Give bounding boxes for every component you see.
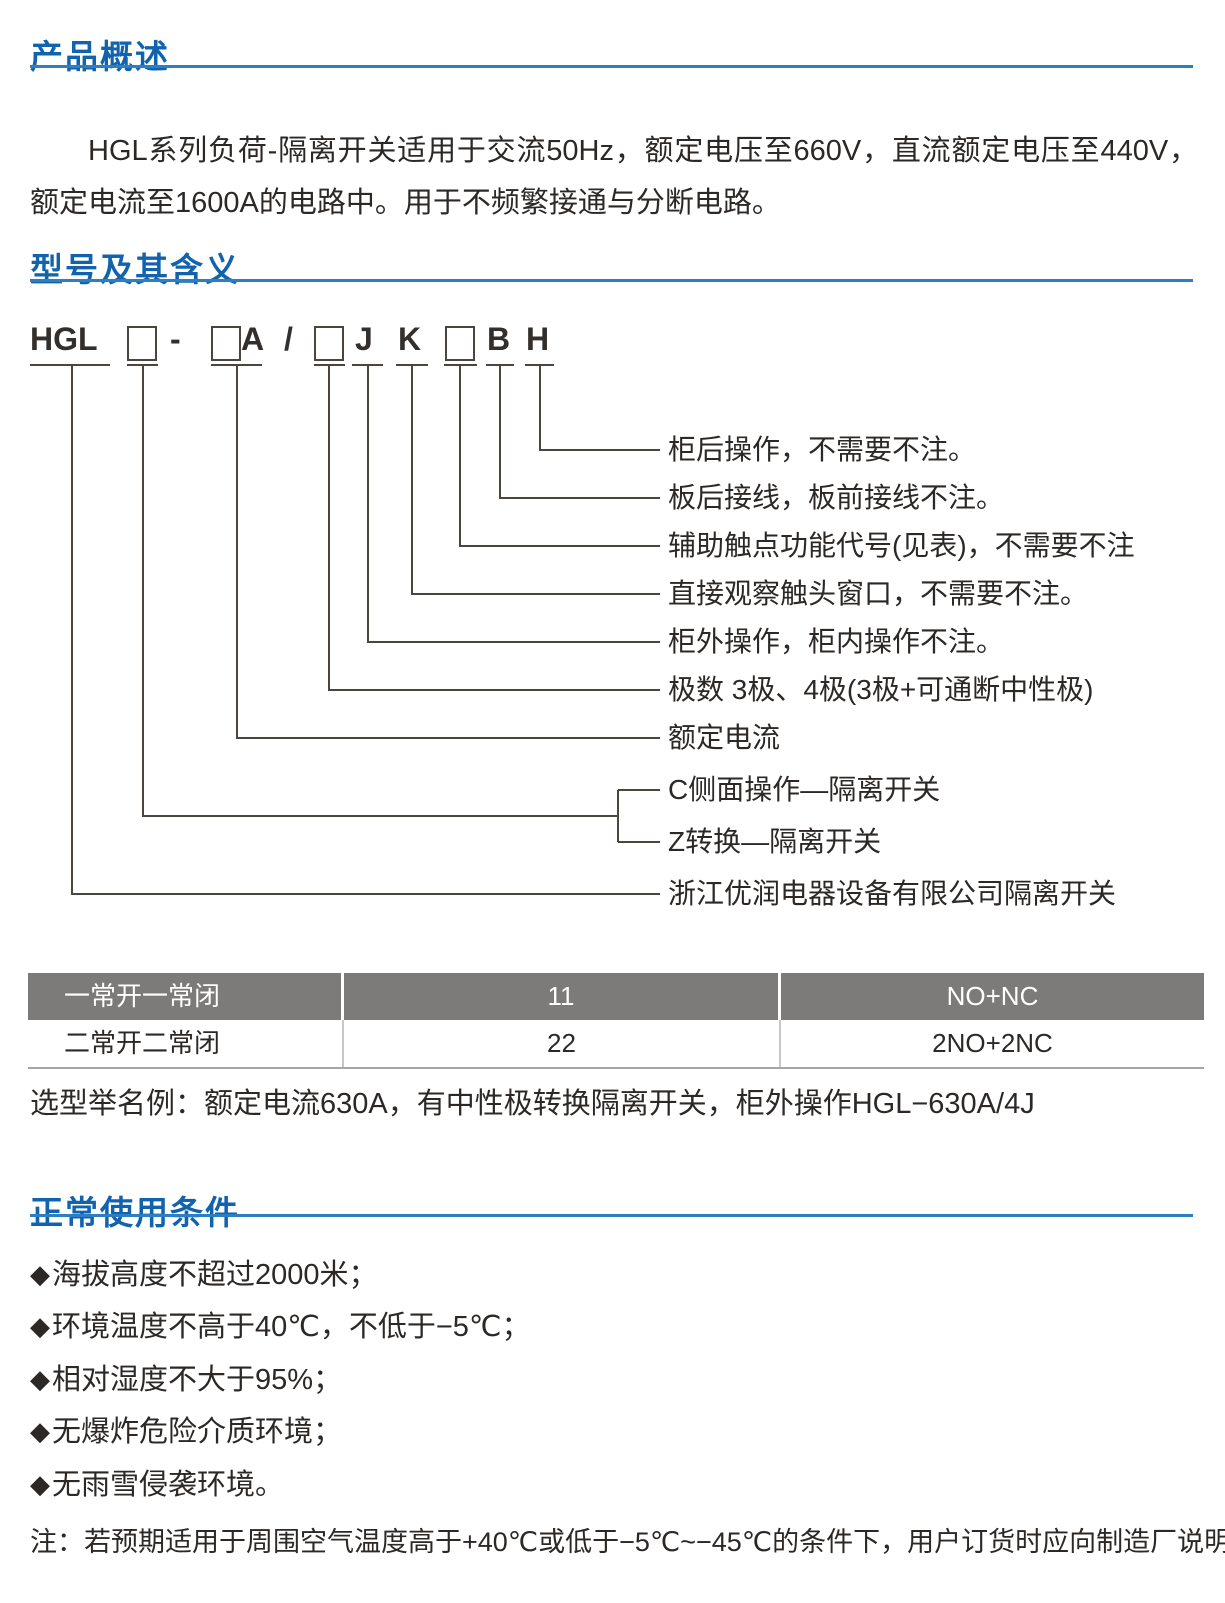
model-diagram-lines — [30, 364, 660, 895]
model-label-poles: 极数 3极、4极(3极+可通断中性极) — [668, 674, 1094, 705]
model-label-outside-cabinet: 柜外操作，柜内操作不注。 — [668, 626, 1005, 657]
table-cell: 二常开二常闭 — [28, 1020, 344, 1067]
connector-hgl — [71, 365, 660, 895]
section-title-conditions: 正常使用条件 — [30, 1194, 240, 1232]
model-code-box-1 — [127, 326, 157, 361]
condition-text: 相对湿度不大于95%； — [52, 1364, 343, 1396]
model-code-letter-b: B — [487, 321, 511, 357]
condition-item: ◆相对湿度不大于95%； — [30, 1362, 342, 1397]
model-code-slash: / — [284, 321, 293, 357]
condition-text: 无爆炸危险介质环境； — [52, 1416, 343, 1448]
diamond-bullet-icon: ◆ — [30, 1364, 50, 1394]
section-rule-conditions — [30, 1214, 1193, 1217]
connector-box4 — [459, 365, 660, 547]
connector-box3 — [328, 365, 660, 691]
model-label-rear-operation: 柜后操作，不需要不注。 — [668, 434, 977, 465]
table-cell: 22 — [344, 1020, 781, 1067]
model-label-aux-contact-code: 辅助触点功能代号(见表)，不需要不注 — [668, 530, 1135, 561]
model-code-box-2 — [211, 326, 241, 361]
model-code-letter-h: H — [526, 321, 550, 357]
model-code-letter-k: K — [398, 321, 422, 357]
overview-paragraph: HGL系列负荷-隔离开关适用于交流50Hz，额定电压至660V，直流额定电压至4… — [30, 135, 1198, 219]
table-cell: NO+NC — [946, 981, 1039, 1011]
selection-example-text: 选型举名例：额定电流630A，有中性极转换隔离开关，柜外操作HGL−630A/4… — [30, 1088, 1035, 1120]
aux-contact-table: 一常开一常闭 11 NO+NC 二常开二常闭 22 2NO+2NC — [28, 973, 1204, 1069]
section-title-overview: 产品概述 — [30, 38, 170, 76]
table-row: 一常开一常闭 11 NO+NC — [28, 973, 1204, 1020]
model-label-z-transfer: Z转换—隔离开关 — [668, 826, 882, 857]
connector-j — [367, 365, 660, 643]
footnote-text: 注：若预期适用于周围空气温度高于+40℃或低于−5℃~−45℃的条件下，用户订货… — [30, 1527, 1225, 1557]
connector-k — [411, 365, 660, 595]
model-code-box-3 — [314, 326, 344, 361]
model-label-contact-window: 直接观察触头窗口，不需要不注。 — [668, 578, 1089, 609]
condition-item: ◆无爆炸危险介质环境； — [30, 1414, 342, 1449]
section-rule-model — [30, 279, 1193, 282]
condition-item: ◆海拔高度不超过2000米； — [30, 1257, 378, 1292]
connector-box2 — [236, 365, 660, 739]
model-code-box-4 — [445, 326, 475, 361]
diamond-bullet-icon: ◆ — [30, 1416, 50, 1446]
section-title-model: 型号及其含义 — [30, 251, 240, 289]
table-cell: 一常开一常闭 — [28, 973, 344, 1020]
model-label-company: 浙江优润电器设备有限公司隔离开关 — [668, 878, 1117, 909]
model-label-rated-current: 额定电流 — [668, 722, 781, 753]
condition-text: 海拔高度不超过2000米； — [52, 1259, 378, 1291]
connector-box1-branch — [142, 365, 660, 843]
model-code-dash: - — [170, 321, 181, 357]
model-label-c-side-operation: C侧面操作—隔离开关 — [668, 774, 941, 805]
connector-h — [539, 365, 660, 451]
connector-b — [499, 365, 660, 499]
table-cell: 2NO+2NC — [932, 1028, 1053, 1058]
table-cell: 11 — [344, 973, 781, 1020]
table-row: 二常开二常闭 22 2NO+2NC — [28, 1020, 1204, 1069]
model-code-letter-j: J — [355, 321, 373, 357]
model-code-prefix: HGL — [30, 321, 98, 357]
condition-item: ◆无雨雪侵袭环境。 — [30, 1467, 284, 1502]
diamond-bullet-icon: ◆ — [30, 1469, 50, 1499]
section-rule-overview — [30, 65, 1193, 68]
condition-text: 环境温度不高于40℃，不低于−5℃； — [52, 1311, 531, 1343]
diamond-bullet-icon: ◆ — [30, 1311, 50, 1341]
condition-item: ◆环境温度不高于40℃，不低于−5℃； — [30, 1309, 530, 1344]
condition-text: 无雨雪侵袭环境。 — [52, 1469, 285, 1501]
model-code-letter-a: A — [241, 321, 265, 357]
model-label-rear-wiring: 板后接线，板前接线不注。 — [668, 482, 1005, 513]
diamond-bullet-icon: ◆ — [30, 1259, 50, 1289]
